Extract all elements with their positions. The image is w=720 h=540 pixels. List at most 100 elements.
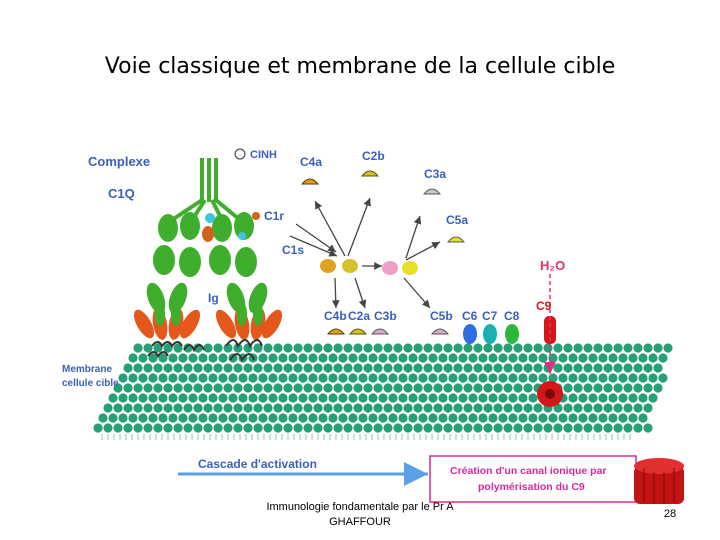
lipid-head [523,343,533,353]
lipid-head [613,343,623,353]
lipid-head [478,353,488,363]
lipid-head [263,423,273,433]
lipid-head [258,393,268,403]
lipid-head [403,403,413,413]
lipid-head [223,423,233,433]
lipid-head [578,393,588,403]
lipid-head [258,413,268,423]
lipid-head [228,413,238,423]
lipid-head [378,353,388,363]
lipid-head [278,393,288,403]
lipid-head [193,403,203,413]
lipid-head [543,363,553,373]
lipid-head [613,383,623,393]
lipid-head [363,383,373,393]
lipid-head [303,403,313,413]
lipid-head [658,373,668,383]
lipid-head [253,363,263,373]
lipid-head [153,363,163,373]
lipid-head [173,343,183,353]
lipid-head [563,343,573,353]
lipid-head [338,413,348,423]
lipid-head [333,363,343,373]
lipid-head [598,413,608,423]
lipid-head [338,353,348,363]
lipid-head [508,373,518,383]
lipid-head [198,373,208,383]
lipid-head [493,383,503,393]
lipid-head [618,393,628,403]
c1q-complex [153,158,257,277]
lipid-head [463,423,473,433]
lipid-head [633,403,643,413]
lipid-head [368,413,378,423]
lipid-head [613,423,623,433]
lipid-head [328,413,338,423]
lipid-head [623,423,633,433]
lipid-head [573,423,583,433]
lipid-head [473,403,483,413]
lipid-head [223,363,233,373]
channel-box [429,455,637,503]
lipid-head [428,353,438,363]
lipid-head [168,373,178,383]
lipid-head [533,343,543,353]
lipid-head [188,353,198,363]
lipid-head [393,403,403,413]
lipid-head [408,353,418,363]
lipid-head [358,353,368,363]
lipid-head [128,353,138,363]
lipid-head [178,413,188,423]
lipid-head [103,403,113,413]
lipid-head [578,373,588,383]
lipid-head [518,353,528,363]
lipid-head [648,393,658,403]
lipid-head [508,413,518,423]
lipid-head [588,413,598,423]
c9-pore [537,381,563,407]
label-ig: Ig [208,291,219,305]
lipid-head [348,413,358,423]
label-channel-2: polymérisation du C9 [478,481,585,493]
label-c6: C6 [462,309,478,323]
lipid-head [518,413,528,423]
lipid-head [458,393,468,403]
lipid-head [368,393,378,403]
lipid-head [353,423,363,433]
lipid-head [178,353,188,363]
lipid-head [433,423,443,433]
lipid-head [313,383,323,393]
label-c4b: C4b [324,309,347,323]
lipid-head [358,373,368,383]
lipid-head [328,353,338,363]
lipid-head [153,403,163,413]
lipid-head [138,353,148,363]
lipid-head [513,383,523,393]
lipid-head [493,423,503,433]
lipid-head [518,393,528,403]
lipid-head [363,363,373,373]
lipid-head [228,373,238,383]
slide-title: Voie classique et membrane de la cellule… [104,54,616,79]
lipid-head [408,393,418,403]
lipid-head [323,343,333,353]
lipid-head [233,363,243,373]
lipid-head [273,423,283,433]
lipid-head [168,353,178,363]
lipid-head [578,353,588,363]
lipid-head [218,393,228,403]
lipid-head [588,393,598,403]
lipid-head [328,393,338,403]
c9-polymer-icon [634,458,684,504]
lipid-head [363,403,373,413]
lipid-head [438,413,448,423]
lipid-head [428,393,438,403]
lipid-head [153,383,163,393]
lipid-head [548,373,558,383]
lipid-head [643,343,653,353]
lipid-head [283,403,293,413]
label-c1q: C1Q [108,186,135,201]
lipid-head [193,363,203,373]
lipid-head [198,393,208,403]
label-cinh: CINH [250,149,277,161]
